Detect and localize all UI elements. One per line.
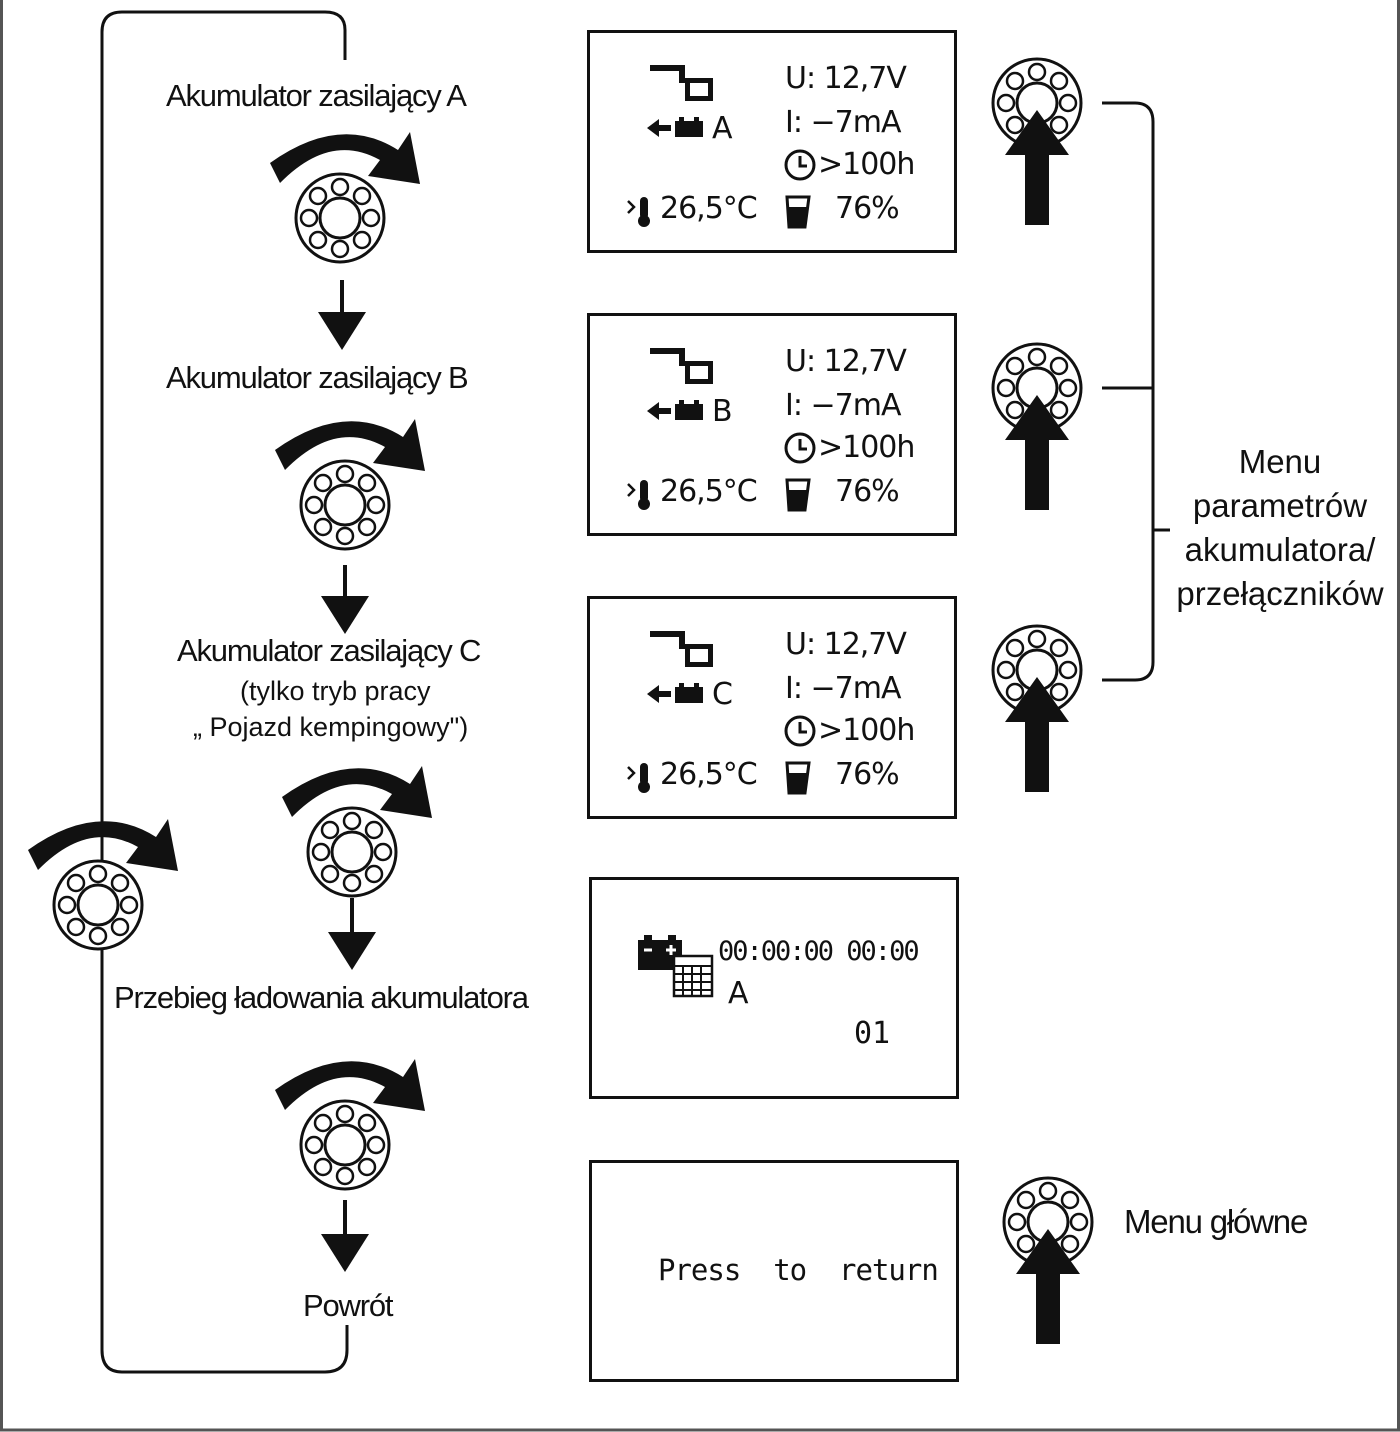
temperature-value: 26,5°C [660,191,758,226]
battery-letter: B [712,394,733,429]
history-datetime: 00:00:00 00:00 [718,936,920,967]
clock-icon [784,149,816,181]
press-knob-a [991,57,1083,225]
loop-line [100,10,349,1374]
current-value: I: −7mA [785,388,901,423]
battery-connection-icon [647,348,713,420]
battery-letter: A [712,111,733,146]
battery-calendar-icon [638,935,714,998]
current-value: I: −7mA [785,105,901,140]
step-b-label: Akumulator zasilający B [166,360,469,395]
knob-step-c [282,766,432,898]
step-c-note-1: (tylko tryb pracy [240,676,431,706]
lcd-screen-b: B U: 12,7V I: −7mA >100h 26,5°C 76% [587,313,957,536]
current-value: I: −7mA [785,671,901,706]
charge-value: 76% [835,474,900,509]
battery-letter: C [712,677,733,712]
press-knob-return [1002,1176,1094,1344]
step-c-note-2: „ Pojazd kempingowy") [193,712,469,742]
main-menu-label: Menu główne [1124,1203,1308,1240]
return-text: Press to return [658,1253,939,1287]
press-knob-b [991,342,1083,510]
clock-icon [784,715,816,747]
thermometer-icon [627,480,650,510]
charge-level-icon [785,195,811,229]
charge-level-icon [785,761,811,795]
thermometer-icon [627,197,650,227]
temperature-value: 26,5°C [660,474,758,509]
params-label-line-2: parametrów [1192,487,1368,524]
history-battery: A [728,976,749,1011]
temperature-value: 26,5°C [660,757,758,792]
step-a-label: Akumulator zasilający A [166,78,467,113]
voltage-value: U: 12,7V [785,344,907,379]
lcd-screen-c: C U: 12,7V I: −7mA >100h 26,5°C 76% [587,596,957,819]
params-label-line-3: akumulatora/ [1184,531,1376,568]
down-arrow-icon [318,280,376,1272]
knob-step-a [270,132,420,264]
time-value: >100h [818,430,915,465]
battery-connection-icon [647,631,713,703]
history-index: 01 [854,1016,891,1051]
lcd-screen-a: A U: 12,7V I: −7mA >100h 26,5°C 76% [587,30,957,253]
time-value: >100h [818,713,915,748]
charge-value: 76% [835,191,900,226]
press-knob-c [991,624,1083,792]
voltage-value: U: 12,7V [785,61,907,96]
params-label-line-4: przełączników [1176,575,1384,612]
step-c-label: Akumulator zasilający C [177,633,481,668]
lcd-screen-return: Press to return [589,1160,959,1382]
step-history-label: Przebieg ładowania akumulatora [114,980,529,1015]
step-return-label: Powrót [303,1288,394,1323]
voltage-value: U: 12,7V [785,627,907,662]
clock-icon [784,432,816,464]
params-bracket [1102,101,1170,682]
battery-connection-icon [647,65,713,137]
charge-value: 76% [835,757,900,792]
lcd-screen-history: 00:00:00 00:00 A 01 [589,877,959,1099]
charge-level-icon [785,478,811,512]
params-menu-label: Menu parametrów akumulatora/ przełącznik… [1160,440,1400,616]
knob-step-b [275,419,425,551]
time-value: >100h [818,147,915,182]
thermometer-icon [627,763,650,793]
params-label-line-1: Menu [1238,443,1322,480]
knob-step-history [275,1059,425,1191]
